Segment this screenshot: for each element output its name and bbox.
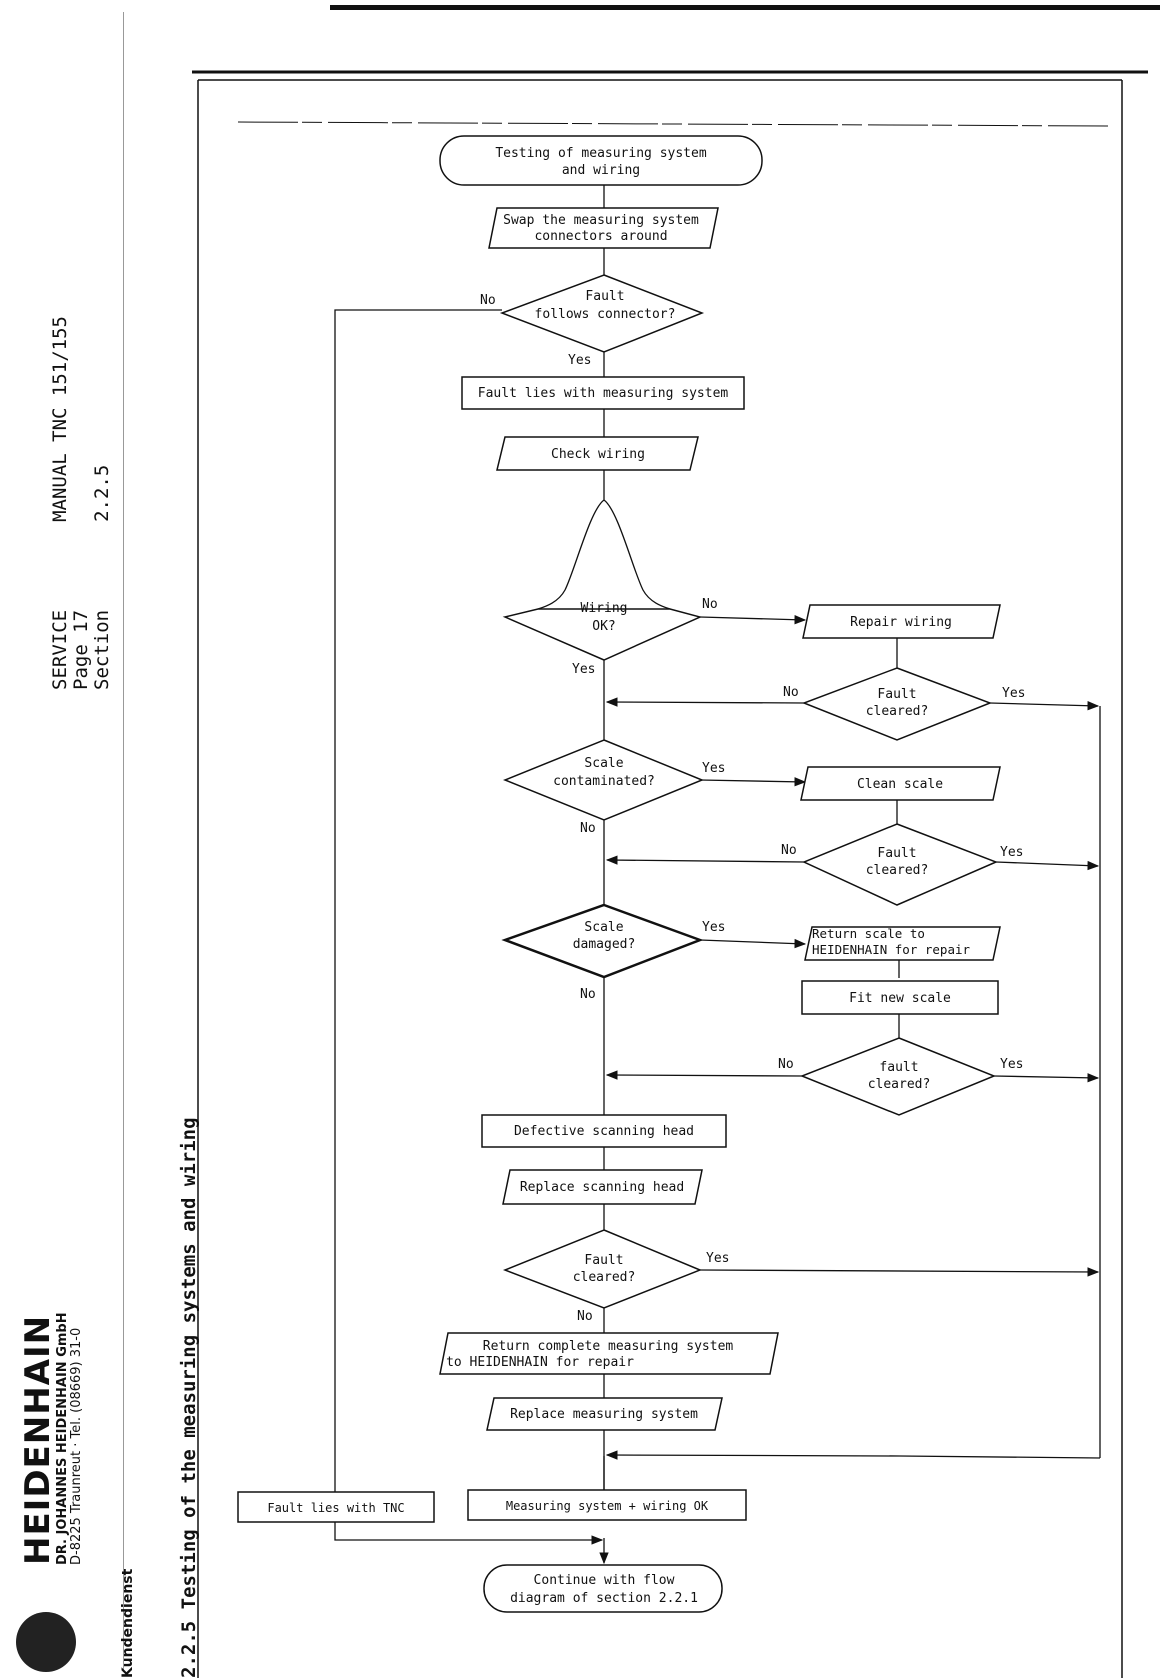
return-scale-box: Return scale to HEIDENHAIN for repair [804,926,1001,961]
start-line-2: and wiring [562,163,640,178]
label-yes-cleared2: Yes [1000,845,1023,860]
fault-tnc-text: Fault lies with TNC [267,1501,404,1515]
contam-line-1: Scale [584,756,623,771]
end-line-2: diagram of section 2.2.1 [510,1591,698,1606]
swap-line-1: Swap the measuring system [503,213,699,228]
fault-measuring-text: Fault lies with measuring system [478,386,729,401]
replace-system-text: Replace measuring system [510,1407,698,1422]
return-scale-line-2: HEIDENHAIN for repair [812,942,971,957]
label-yes-cleared4: Yes [706,1251,729,1266]
contam-line-2: contaminated? [553,774,655,789]
defective-head-box: Defective scanning head [481,1114,727,1148]
replace-system-box: Replace measuring system [486,1397,723,1431]
return-scale-line-1: Return scale to [812,926,925,941]
decision-wiring-ok: Wiring OK? [502,601,703,661]
margin-rule [123,12,124,1672]
check-wiring-text: Check wiring [551,447,645,462]
start-terminator: Testing of measuring system and wiring [439,135,763,186]
fit-new-scale-box: Fit new scale [801,980,999,1015]
cleared2-line-1: Fault [877,846,916,861]
cleared4-line-1: Fault [584,1253,623,1268]
return-system-line-2: to HEIDENHAIN for repair [446,1355,634,1370]
system-ok-box: Measuring system + wiring OK [467,1489,747,1521]
company-emblem [16,1612,76,1672]
end-line-1: Continue with flow [534,1573,675,1588]
decision-fault-cleared-3: fault cleared? [799,1037,996,1116]
cleared2-line-2: cleared? [866,863,929,878]
defective-head-text: Defective scanning head [514,1124,694,1139]
label-yes-cleared1: Yes [1002,686,1025,701]
top-rule [330,5,1160,10]
return-system-box: Return complete measuring system to HEID… [439,1332,779,1375]
clean-scale-text: Clean scale [857,777,943,792]
damaged-line-1: Scale [584,920,623,935]
label-yes-damaged: Yes [702,920,725,935]
label-yes-follows: Yes [568,353,591,368]
decision-fault-cleared-1: Fault cleared? [801,667,993,741]
wiring-line-1: Wiring [581,601,628,616]
label-no-wiring: No [702,597,718,612]
label-no-cleared3: No [778,1057,794,1072]
return-system-line-1: Return complete measuring system [483,1339,734,1354]
label-yes-cleared3: Yes [1000,1057,1023,1072]
repair-wiring-box: Repair wiring [802,604,1001,639]
check-wiring-box: Check wiring [496,436,699,471]
replace-head-text: Replace scanning head [520,1180,684,1195]
label-no-damaged: No [580,987,596,1002]
cleared4-line-2: cleared? [573,1270,636,1285]
swap-connectors-box: Swap the measuring system connectors aro… [488,207,719,249]
decision-fault-cleared-4: Fault cleared? [502,1229,702,1309]
diagram-frame [192,70,1148,1678]
replace-head-box: Replace scanning head [502,1169,703,1205]
label-no-follows: No [480,293,496,308]
decision-fault-cleared-2: Fault cleared? [802,823,998,906]
follows-line-1: Fault [585,289,624,304]
label-no-cleared2: No [781,843,797,858]
label-yes-contam: Yes [702,761,725,776]
fault-tnc-box: Fault lies with TNC [237,1491,435,1523]
decision-fault-follows-connector: Fault follows connector? [499,274,705,353]
cleared1-line-2: cleared? [866,704,929,719]
damaged-line-2: damaged? [573,937,636,952]
wiring-line-2: OK? [592,619,615,634]
fit-scale-text: Fit new scale [849,991,951,1006]
cleared3-line-1: fault [879,1060,918,1075]
label-yes-wiring: Yes [572,662,595,677]
label-no-cleared4: No [577,1309,593,1324]
label-no-contam: No [580,821,596,836]
decision-scale-contaminated: Scale contaminated? [502,739,704,821]
cleared1-line-1: Fault [877,687,916,702]
connectors [334,185,1101,1565]
system-ok-text: Measuring system + wiring OK [506,1499,709,1513]
fault-measuring-system-box: Fault lies with measuring system [461,376,745,410]
decision-scale-damaged: Scale damaged? [501,903,704,979]
label-no-cleared1: No [783,685,799,700]
follows-line-2: follows connector? [535,307,676,322]
repair-wiring-text: Repair wiring [850,615,952,630]
end-terminator: Continue with flow diagram of section 2.… [483,1564,723,1613]
clean-scale-box: Clean scale [800,766,1001,801]
start-line-1: Testing of measuring system [495,146,706,161]
swap-line-2: connectors around [534,229,667,244]
cleared3-line-2: cleared? [868,1077,931,1092]
